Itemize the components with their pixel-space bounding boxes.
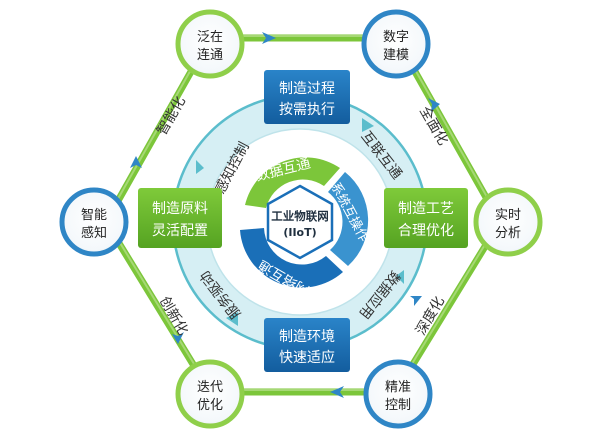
arrow-left-upper-icon — [130, 156, 142, 168]
node-br-line1: 精准 — [385, 380, 411, 395]
ring-arrow-left-icon — [196, 160, 204, 174]
track-arrows — [130, 32, 440, 398]
box-bottom-line1: 制造环境 — [279, 329, 335, 345]
box-right-line1: 制造工艺 — [398, 201, 454, 217]
box-right: 制造工艺 合理优化 — [384, 188, 468, 248]
box-right-line2: 合理优化 — [398, 223, 454, 239]
node-l-line1: 智能 — [81, 208, 107, 223]
ring-arrow-top-icon — [362, 118, 374, 132]
node-r-line2: 分析 — [495, 226, 521, 241]
ring-arrow-bottom-icon — [226, 312, 238, 326]
node-tr: 数字 建模 — [361, 9, 431, 79]
node-tr-line2: 建模 — [383, 48, 409, 63]
box-bottom-line2: 快速适应 — [279, 349, 335, 366]
center-title: 工业物联网 — [271, 209, 329, 223]
node-r-line1: 实时 — [495, 208, 521, 223]
node-l: 智能 感知 — [59, 187, 129, 257]
node-bl: 迭代 优化 — [175, 359, 245, 429]
box-top-line2: 按需执行 — [279, 102, 335, 118]
node-bl-line1: 迭代 — [197, 380, 223, 395]
box-top: 制造过程 按需执行 — [264, 70, 350, 124]
center-subtitle: (IIoT) — [283, 226, 316, 239]
arrow-top-right-icon — [428, 98, 440, 112]
ring-arrows — [196, 118, 404, 326]
node-tl: 泛在 连通 — [175, 9, 245, 79]
box-top-line1: 制造过程 — [279, 81, 335, 97]
arrow-right-lower-icon — [410, 296, 422, 306]
node-l-line2: 感知 — [81, 225, 107, 241]
node-tr-line1: 数字 — [383, 30, 409, 45]
node-br-line2: 控制 — [385, 398, 411, 413]
node-tl-line2: 连通 — [197, 47, 223, 63]
box-bottom: 制造环境 快速适应 — [264, 318, 350, 372]
node-bl-line2: 优化 — [197, 398, 223, 413]
node-br: 精准 控制 — [363, 359, 433, 429]
arrow-top-icon — [262, 32, 276, 44]
arrow-left-lower-icon — [172, 332, 184, 344]
segment-data-interop — [245, 157, 340, 208]
node-r: 实时 分析 — [473, 187, 543, 257]
segment-network-interop — [240, 228, 343, 288]
segment-system-interop — [328, 172, 369, 266]
ring-arrow-right-icon — [396, 270, 404, 284]
arrow-bottom-icon — [330, 386, 344, 398]
node-tl-line1: 泛在 — [197, 30, 223, 45]
box-left: 制造原料 灵活配置 — [138, 188, 222, 248]
center-hub: 工业物联网 (IIoT) — [266, 184, 334, 260]
edge-label-smart: 智能化 — [154, 94, 189, 138]
box-left-line1: 制造原料 — [152, 201, 208, 217]
box-left-line2: 灵活配置 — [152, 223, 208, 239]
